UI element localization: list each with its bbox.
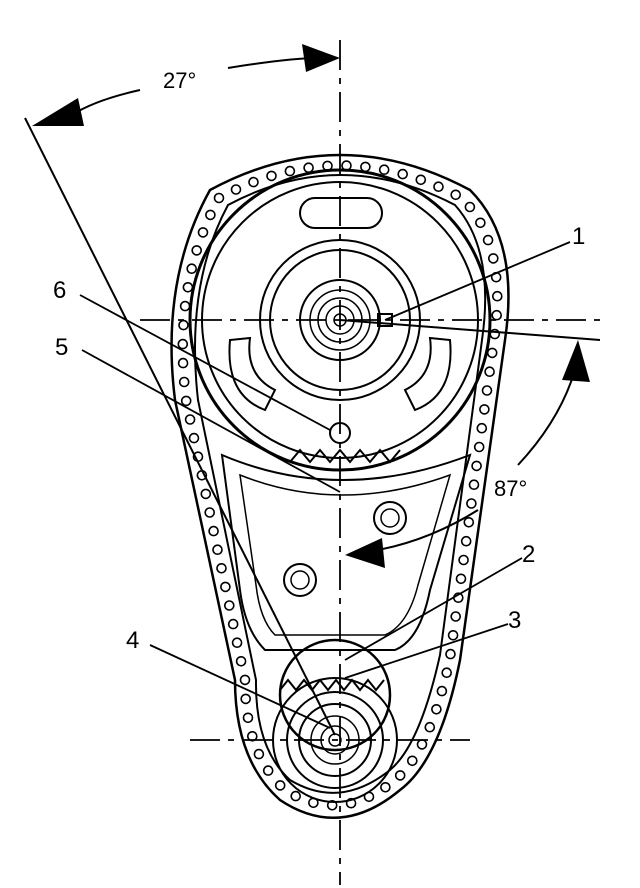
chain-link	[242, 712, 254, 724]
chain-link	[479, 404, 490, 415]
chain-link	[463, 516, 475, 528]
chain-link	[484, 366, 495, 378]
chain-link	[303, 162, 314, 173]
chain-link	[450, 611, 462, 622]
chain-link	[182, 281, 194, 293]
chain-link	[455, 573, 467, 585]
angle-label-27: 27°	[163, 68, 196, 93]
chain-link	[253, 748, 265, 760]
chain-link	[450, 189, 462, 201]
chain-link	[227, 618, 239, 630]
chain-link	[224, 600, 235, 611]
chain-link	[436, 685, 448, 697]
chain-link	[179, 300, 191, 312]
chain-link	[466, 498, 477, 509]
chain-link	[445, 648, 456, 660]
chain-link	[476, 422, 488, 434]
callout-6: 6	[53, 277, 66, 304]
chain-link	[460, 535, 472, 547]
chain-link	[274, 780, 286, 791]
chain-link	[266, 170, 277, 182]
chain-link	[464, 201, 476, 213]
chain-link	[216, 562, 227, 574]
chain-link	[262, 765, 274, 776]
chain-link	[491, 309, 503, 321]
chain-link	[180, 395, 192, 407]
callout-3: 3	[508, 607, 521, 634]
chain-link	[177, 338, 189, 350]
chain-link	[482, 234, 494, 246]
chain-guide	[220, 453, 472, 651]
chain-link	[235, 655, 247, 667]
chain-link	[178, 376, 190, 388]
chain-link	[188, 432, 200, 444]
chain-link	[447, 629, 459, 641]
chain-link	[473, 441, 485, 453]
chain-link	[378, 164, 390, 175]
chain-link	[200, 488, 212, 500]
callout-leaders	[79, 241, 571, 729]
chain-link	[208, 525, 219, 537]
chain-link	[424, 721, 436, 733]
chain-link	[416, 739, 428, 750]
chain-link	[441, 667, 453, 679]
chain-link	[184, 414, 196, 425]
chain-link	[394, 770, 406, 781]
chain-link	[231, 637, 243, 649]
callout-5: 5	[55, 334, 68, 361]
chain-link	[397, 168, 409, 180]
chain-link	[433, 181, 444, 192]
chain-link	[205, 209, 216, 221]
chain-link	[290, 790, 302, 802]
angle-87-arc	[345, 340, 590, 568]
angle-27-arc	[32, 44, 340, 126]
chain-link	[431, 703, 442, 715]
chain-link	[360, 161, 371, 173]
chain-link	[177, 357, 189, 369]
callout-2: 2	[522, 541, 535, 568]
chain-link	[178, 319, 189, 331]
chain-link	[415, 174, 427, 186]
chain-link	[239, 674, 251, 686]
chain-link	[481, 385, 493, 396]
chain-link	[212, 544, 223, 556]
chain-link	[406, 755, 418, 767]
chain-link	[197, 227, 209, 238]
chain-link	[487, 253, 499, 264]
chain-link	[186, 263, 197, 275]
angle-label-87: 87°	[494, 476, 527, 501]
chain-link	[248, 176, 259, 188]
chain-link	[213, 192, 225, 204]
chain-link	[240, 693, 251, 705]
chain-link	[380, 781, 391, 793]
callout-1: 1	[572, 223, 585, 250]
chain-link	[191, 245, 202, 256]
chain-link	[230, 184, 242, 195]
chain-link	[284, 165, 296, 177]
chain-link	[458, 554, 469, 566]
chain-link	[326, 799, 338, 811]
chain-link	[491, 290, 503, 302]
callout-4: 4	[126, 627, 139, 654]
reference-lines	[24, 40, 601, 885]
chain-link	[468, 479, 480, 491]
chain-link	[220, 581, 231, 593]
chain-link	[475, 217, 486, 229]
chain-link	[486, 347, 498, 359]
chain-link	[471, 460, 482, 472]
chain-link	[204, 507, 215, 518]
